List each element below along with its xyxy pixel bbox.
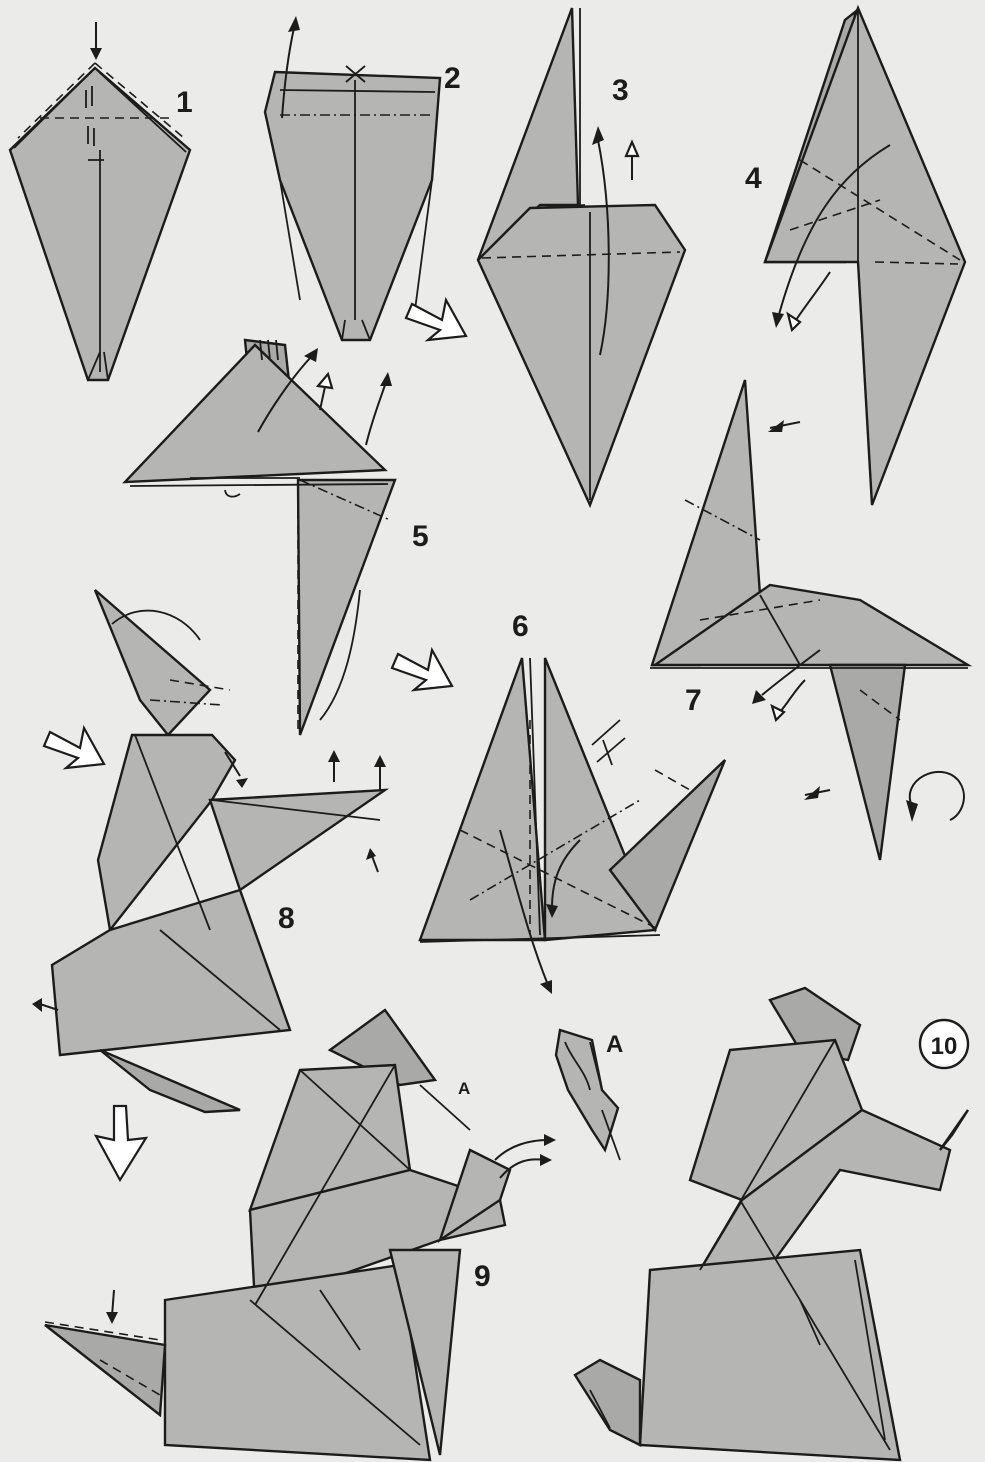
step-9-detail-label: A <box>458 1079 470 1098</box>
step-1-figure <box>10 22 190 380</box>
step-10-figure <box>575 988 968 1460</box>
step-3-number: 3 <box>612 74 629 107</box>
step-4-figure <box>765 8 965 505</box>
step-9-figure <box>45 1010 556 1460</box>
step-3-figure <box>478 8 685 505</box>
hollow-arrow-icon <box>44 728 104 768</box>
detail-a-label: A <box>606 1031 623 1058</box>
step-4-number: 4 <box>745 162 762 195</box>
step-6-figure <box>420 658 725 994</box>
step-5-number: 5 <box>412 520 429 553</box>
step-10-number: 10 <box>931 1033 958 1060</box>
step-9-number: 9 <box>474 1260 491 1293</box>
rotate-icon <box>906 772 964 822</box>
hollow-arrow-icon <box>406 300 466 340</box>
step-6-number: 6 <box>512 610 529 643</box>
step-8-figure <box>32 590 386 1112</box>
step-2-figure <box>265 16 440 340</box>
hollow-arrow-icon <box>392 650 452 690</box>
step-8-number: 8 <box>278 902 295 935</box>
step-7-number: 7 <box>685 684 702 717</box>
step-2-number: 2 <box>444 62 461 95</box>
step-1-number: 1 <box>176 86 193 119</box>
hollow-arrow-icon <box>96 1106 146 1180</box>
